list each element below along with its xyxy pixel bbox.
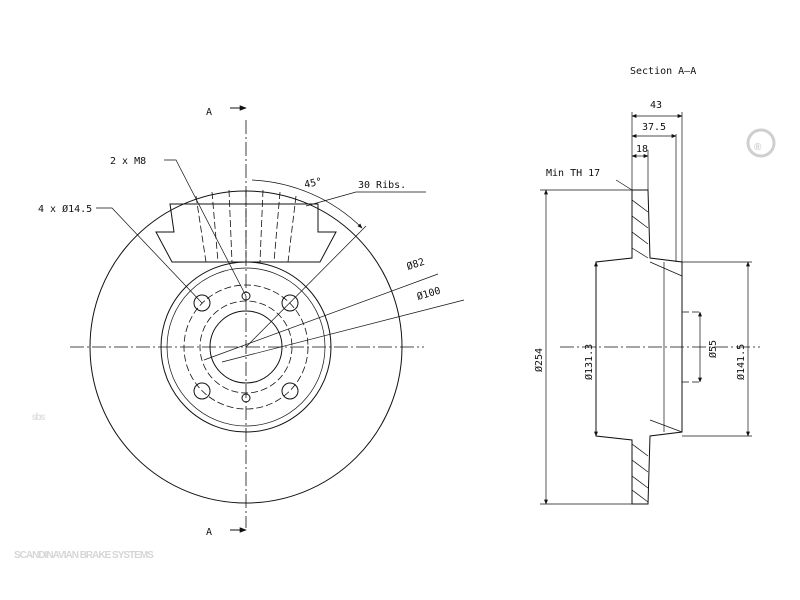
leader-ribs (305, 191, 426, 207)
leader-min-th (615, 179, 633, 191)
rib-line (287, 195, 297, 263)
section-marker-top: A (206, 107, 212, 118)
dim-18: 18 (636, 144, 648, 155)
rib-line (211, 191, 219, 263)
bolt-hole (281, 382, 299, 400)
leader-d82 (203, 273, 439, 361)
section-title: Section A–A (630, 66, 696, 77)
min-thickness-label: Min TH 17 (546, 168, 600, 179)
label-angle: 45° (303, 176, 323, 191)
dim-d254: Ø254 (533, 348, 545, 372)
front-view: A A 4 x Ø14.5 2 x M8 30 Ribs. 45° Ø82 Ø1… (38, 105, 465, 538)
angle-arc (251, 179, 363, 229)
bolt-hole (193, 294, 211, 312)
bolt-holes (193, 294, 299, 400)
rib-line (273, 191, 281, 263)
section-view: Section A–A 43 37.5 18 Min TH 17 (533, 66, 760, 505)
label-d100: Ø100 (416, 285, 442, 303)
rib-line (228, 189, 233, 263)
rib-line (259, 189, 264, 263)
registered-mark-icon (746, 128, 776, 158)
bolt-hole (193, 382, 211, 400)
section-hatching (631, 199, 683, 503)
label-d82: Ø82 (405, 256, 426, 273)
cooling-ribs-detail (155, 189, 337, 263)
leader-threads (164, 159, 247, 297)
registered-mark: ® (754, 142, 762, 153)
sbs-logo-watermark: sbs (32, 412, 46, 420)
bolt-hole (281, 294, 299, 312)
brand-name-watermark: SCANDINAVIAN BRAKE SYSTEMS (14, 550, 154, 561)
angle-leg (245, 225, 367, 348)
dim-d141-5: Ø141.5 (735, 344, 747, 380)
dim-43: 43 (650, 100, 662, 111)
rib-line (195, 195, 207, 263)
dim-d55: Ø55 (707, 340, 719, 358)
label-threads: 2 x M8 (110, 156, 146, 167)
leader-d100 (221, 299, 465, 363)
watermark: sbs ® SCANDINAVIAN BRAKE SYSTEMS (14, 128, 776, 561)
label-ribs: 30 Ribs. (358, 180, 406, 191)
section-marker-bottom: A (206, 527, 212, 538)
leader-bolt-holes (96, 207, 203, 304)
dim-37-5: 37.5 (642, 122, 666, 133)
label-bolt-holes: 4 x Ø14.5 (38, 203, 92, 215)
dim-d131-3: Ø131.3 (583, 344, 595, 380)
rib-section-outline (155, 203, 337, 263)
